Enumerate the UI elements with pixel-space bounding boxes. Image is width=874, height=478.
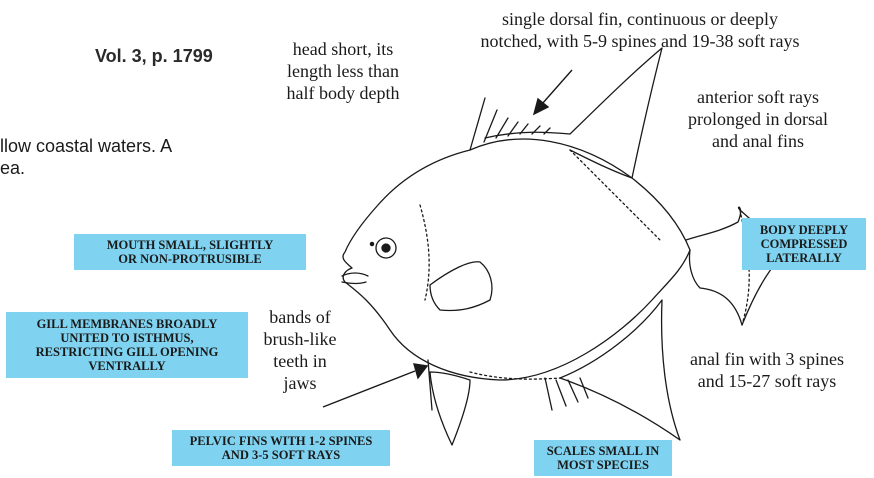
- pelvic-box-line: PELVIC FINS WITH 1-2 SPINES: [190, 434, 373, 448]
- mouth-box: MOUTH SMALL, SLIGHTLY OR NON-PROTRUSIBLE: [74, 234, 306, 270]
- anterior-annotation-line: anterior soft rays: [668, 86, 848, 108]
- head-annotation-line: head short, its: [268, 38, 418, 60]
- pelvic-box-line: AND 3-5 SOFT RAYS: [222, 448, 340, 462]
- gill-box-line: VENTRALLY: [88, 359, 165, 373]
- anterior-rays-annotation: anterior soft rays prolonged in dorsal a…: [668, 86, 848, 152]
- head-annotation: head short, its length less than half bo…: [268, 38, 418, 104]
- dorsal-arrow: [542, 70, 572, 104]
- scales-box: SCALES SMALL IN MOST SPECIES: [534, 440, 672, 476]
- pelvic-box: PELVIC FINS WITH 1-2 SPINES AND 3-5 SOFT…: [172, 430, 390, 466]
- gill-box-line: UNITED TO ISTHMUS,: [60, 331, 193, 345]
- teeth-annotation-line: jaws: [250, 372, 350, 394]
- body-box: BODY DEEPLY COMPRESSED LATERALLY: [742, 218, 866, 270]
- dorsal-fin: [485, 48, 662, 178]
- pelvic-fin: [430, 372, 470, 445]
- anal-annotation-line: anal fin with 3 spines: [662, 348, 872, 370]
- fish-body: [343, 139, 690, 380]
- head-annotation-line: half body depth: [268, 82, 418, 104]
- anterior-annotation-line: prolonged in dorsal: [668, 108, 848, 130]
- teeth-annotation-line: bands of: [250, 306, 350, 328]
- scales-box-line: SCALES SMALL IN: [547, 444, 660, 458]
- anterior-annotation-line: and anal fins: [668, 130, 848, 152]
- dorsal-annotation: single dorsal fin, continuous or deeply …: [440, 8, 840, 52]
- scales-box-line: MOST SPECIES: [557, 458, 649, 472]
- body-box-line: LATERALLY: [766, 251, 842, 265]
- pectoral-fin: [430, 262, 492, 311]
- body-box-line: BODY DEEPLY: [760, 223, 848, 237]
- head-annotation-line: length less than: [268, 60, 418, 82]
- teeth-annotation-line: brush-like: [250, 328, 350, 350]
- gill-box-line: GILL MEMBRANES BROADLY: [37, 317, 218, 331]
- teeth-annotation-line: teeth in: [250, 350, 350, 372]
- gill-box: GILL MEMBRANES BROADLY UNITED TO ISTHMUS…: [6, 312, 248, 378]
- teeth-annotation: bands of brush-like teeth in jaws: [250, 306, 350, 394]
- anal-annotation-line: and 15-27 soft rays: [662, 370, 872, 392]
- mouth-box-line: OR NON-PROTRUSIBLE: [118, 252, 261, 266]
- body-box-line: COMPRESSED: [761, 237, 848, 251]
- dorsal-annotation-line: notched, with 5-9 spines and 19-38 soft …: [440, 30, 840, 52]
- mouth-box-line: MOUTH SMALL, SLIGHTLY: [107, 238, 274, 252]
- anal-fin-annotation: anal fin with 3 spines and 15-27 soft ra…: [662, 348, 872, 392]
- gill-box-line: RESTRICTING GILL OPENING: [36, 345, 219, 359]
- dorsal-annotation-line: single dorsal fin, continuous or deeply: [440, 8, 840, 30]
